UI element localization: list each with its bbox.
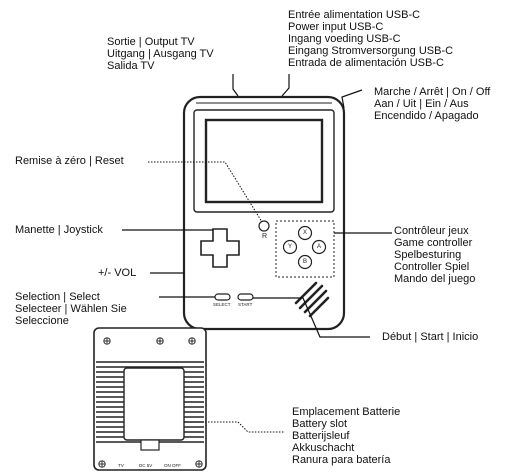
select-caption: SELECT — [213, 302, 231, 307]
button-a-shape — [311, 239, 327, 255]
button-a-letter: A — [317, 244, 322, 250]
battery-door — [123, 367, 185, 441]
battery-slot-line: Ranura para batería — [292, 454, 391, 466]
on-off-line: Aan / Uit | Ein / Aus — [374, 98, 469, 110]
game-controller-line: Spelbesturing — [394, 249, 462, 261]
battery-door-latch — [140, 439, 160, 451]
on-off-label: Marche / Arrêt | On / Off Aan / Uit | Ei… — [374, 86, 490, 122]
button-x-letter: X — [303, 230, 308, 236]
reset-letter: R — [262, 233, 268, 240]
back-screws — [98, 337, 203, 468]
start-caption: START — [238, 302, 253, 307]
power-input-line: Power input USB-C — [288, 21, 384, 33]
power-input-line: Entrée alimentation USB-C — [288, 9, 421, 21]
tv-output-line: Sortie | Output TV — [107, 36, 195, 48]
on-off-line: Marche / Arrêt | On / Off — [374, 86, 491, 98]
game-controller-line: Game controller — [394, 237, 473, 249]
select-line: Selection | Select — [15, 291, 100, 303]
select-button-shape — [214, 293, 231, 301]
button-y-shape — [282, 239, 298, 255]
game-controller-line: Controller Spiel — [394, 261, 470, 273]
power-input-line: Eingang Stromversorgung USB-C — [288, 45, 454, 57]
tv-output-line: Salida TV — [107, 60, 155, 72]
power-input-label: Entrée alimentation USB-C Power input US… — [288, 9, 453, 69]
speaker-grill — [294, 281, 330, 318]
reset-label: Remise à zéro | Reset — [15, 155, 124, 167]
button-y-letter: Y — [288, 244, 293, 250]
screen — [204, 118, 324, 204]
start-label: Début | Start | Inicio — [382, 331, 479, 343]
game-controller-line: Mando del juego — [394, 273, 476, 285]
start-button-shape — [237, 293, 254, 301]
reset-button-shape — [258, 220, 270, 232]
joystick-label: Manette | Joystick — [15, 224, 103, 236]
button-b-letter: B — [303, 259, 308, 265]
volume-label: +/- VOL — [98, 267, 137, 279]
button-x-shape — [297, 225, 313, 241]
power-input-line: Entrada de alimentación USB-C — [288, 57, 444, 69]
battery-slot-line: Akkuschacht — [292, 442, 355, 454]
select-line: Seleccione — [15, 315, 69, 327]
tv-output-line: Uitgang | Ausgang TV — [107, 48, 214, 60]
dotted-callouts — [148, 161, 285, 433]
battery-slot-line: Batterijsleuf — [292, 430, 350, 442]
game-controller-label: Contrôleur jeux Game controller Spelbest… — [394, 225, 475, 285]
power-input-line: Ingang voeding USB-C — [288, 33, 401, 45]
battery-slot-label: Emplacement Batterie Battery slot Batter… — [292, 406, 400, 466]
select-label: Selection | Select Selecteer | Wählen Si… — [15, 291, 127, 327]
tv-output-label: Sortie | Output TV Uitgang | Ausgang TV … — [107, 36, 214, 72]
button-b-shape — [297, 254, 313, 270]
callout-lines — [122, 74, 392, 338]
port-tv-caption: TV — [118, 463, 124, 468]
select-line: Selecteer | Wählen Sie — [15, 303, 127, 315]
dpad-shape — [200, 228, 240, 268]
port-dc-caption: DC 5V — [139, 463, 153, 468]
game-controller-line: Contrôleur jeux — [394, 225, 469, 237]
port-onoff-caption: ON OFF — [164, 463, 181, 468]
battery-slot-line: Emplacement Batterie — [292, 406, 401, 418]
controller-area-box — [275, 220, 335, 278]
on-off-line: Encendido / Apagado — [374, 110, 479, 122]
battery-slot-line: Battery slot — [292, 418, 348, 430]
